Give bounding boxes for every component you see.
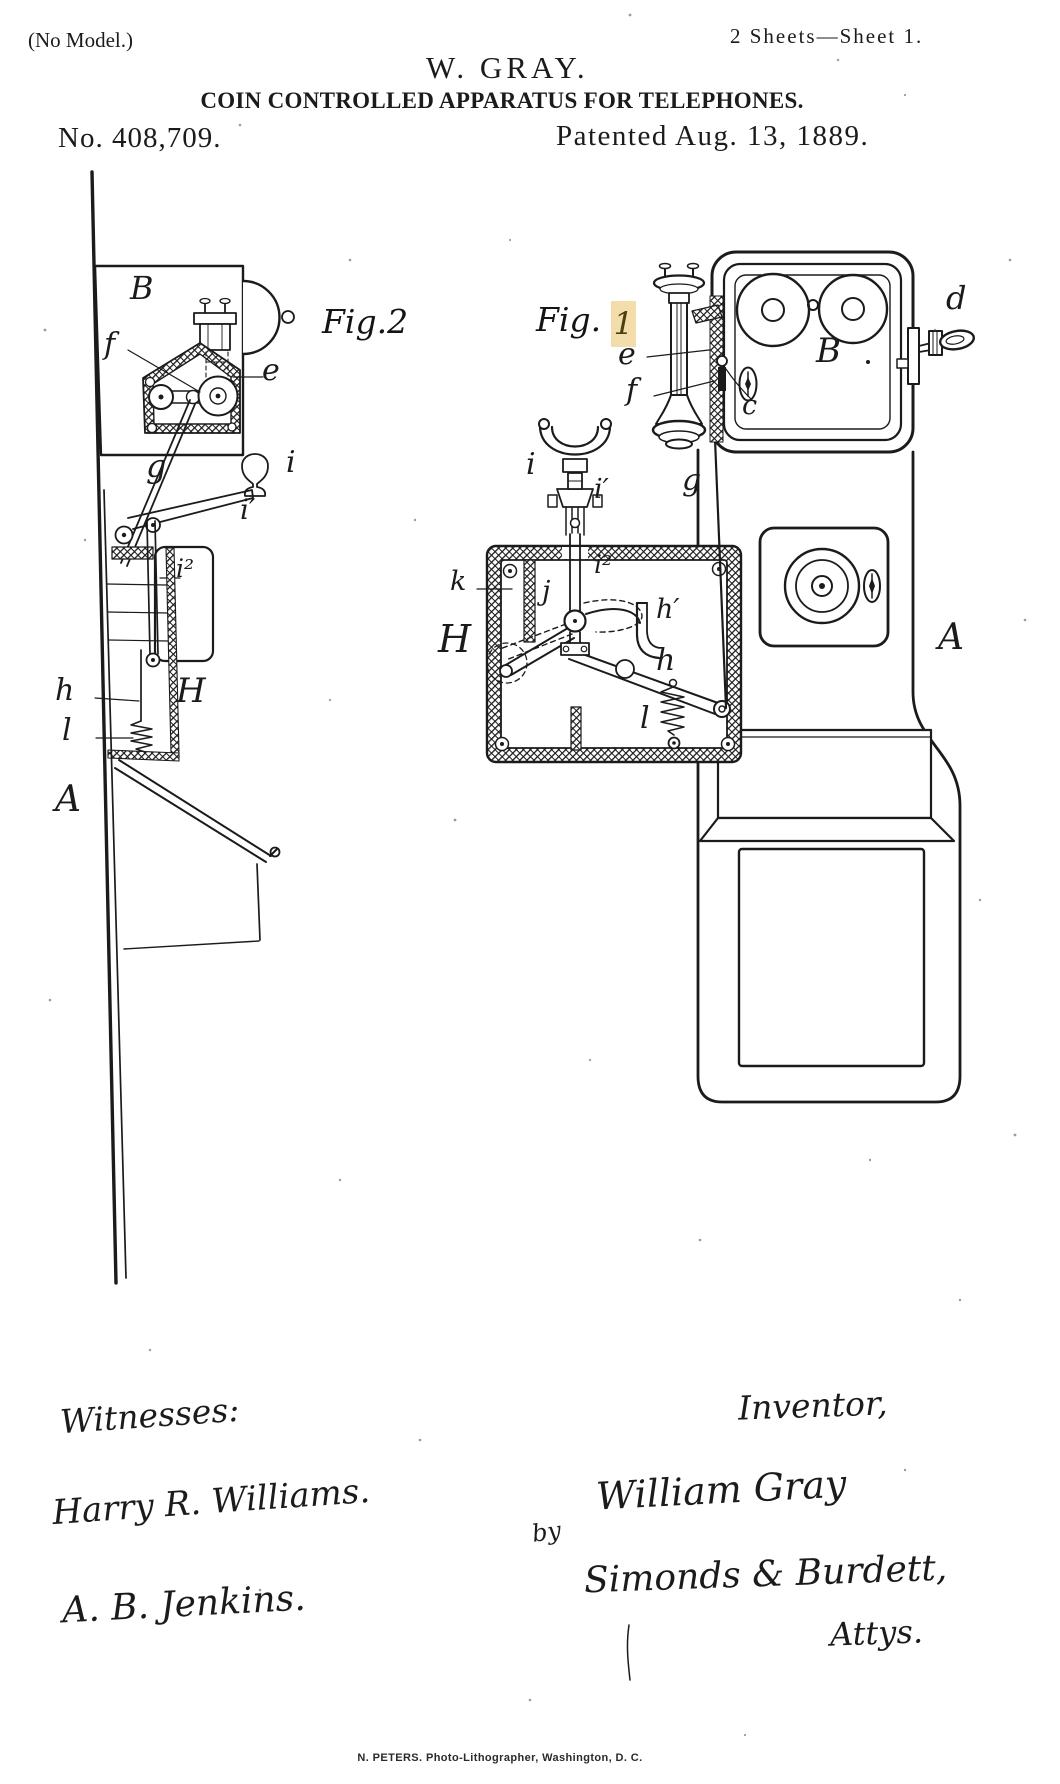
fig1-label-g: g <box>682 463 702 498</box>
inventor-abbrev-title: W. GRAY. <box>426 50 589 85</box>
fig2-label-A: A <box>55 779 81 820</box>
stray-ink-mark <box>626 1624 631 1681</box>
fig1-label-i-squared: i² <box>594 550 613 579</box>
fig1-caption-prefix: Fig. <box>536 300 602 339</box>
fig2-label-i-squared: i² <box>176 554 195 583</box>
fig2-label-f: f <box>104 327 116 362</box>
fig1-label-l: l <box>640 701 650 736</box>
patent-number: No. 408,709. <box>58 122 222 154</box>
patent-date: Patented Aug. 13, 1889. <box>556 120 870 152</box>
fig1-label-j: j <box>542 576 551 607</box>
fig1-label-k: k <box>450 566 467 597</box>
inventor-label: Inventor, <box>737 1383 889 1428</box>
fig1-label-i-prime: i′ <box>594 474 609 505</box>
fig2-caption: Fig.2 <box>322 302 409 341</box>
fig1-label-e: e <box>618 337 636 372</box>
fig2-label-l: l <box>62 713 72 748</box>
fig2-label-g: g <box>146 447 167 485</box>
lithographer-credit: N. PETERS. Photo-Lithographer, Washingto… <box>357 1752 643 1764</box>
fig2-label-i: i <box>286 445 296 480</box>
fig1-label-H: H <box>438 617 472 661</box>
fig1-label-d: d <box>946 279 967 317</box>
fig2-label-e: e <box>262 353 280 388</box>
fig2-drawing <box>90 170 295 1285</box>
fig2-label-B: B <box>130 269 154 307</box>
invention-title: COIN CONTROLLED APPARATUS FOR TELEPHONES… <box>200 88 804 113</box>
fig1-label-A: A <box>938 617 964 658</box>
fig2-label-h: h <box>55 673 75 708</box>
fig1-label-c: c <box>742 390 758 421</box>
fig1-drawing <box>476 250 976 1104</box>
no-model-note: (No Model.) <box>28 28 133 52</box>
fig1-label-h: h <box>656 643 676 678</box>
fig1-label-f: f <box>626 373 638 408</box>
fig1-label-i: i <box>526 447 536 482</box>
sheet-number: 2 Sheets—Sheet 1. <box>730 24 924 48</box>
by-label: by <box>530 1516 563 1548</box>
fig1-number-highlight: 1 <box>611 301 636 347</box>
fig2-label-i-prime: i′ <box>240 493 256 526</box>
attorneys-suffix: Attys. <box>829 1612 924 1654</box>
fig1-label-B: B <box>816 331 841 371</box>
fig1-label-h-prime: h′ <box>656 594 680 625</box>
fig2-label-H: H <box>176 671 206 711</box>
paper-speckles <box>43 13 1027 1737</box>
